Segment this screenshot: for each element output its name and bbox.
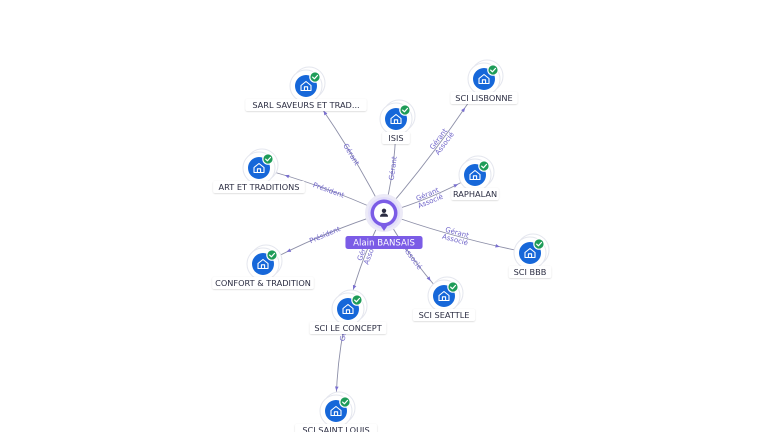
company-node-sarl-saveurs[interactable]: SARL SAVEURS ET TRAD...	[245, 66, 367, 111]
company-name-label: SARL SAVEURS ET TRAD...	[252, 100, 359, 110]
edge-role-labels: Président	[308, 225, 341, 245]
node-label-box	[212, 277, 314, 289]
edge-role-labels: Président	[312, 181, 346, 200]
edge-role-label: Gérant	[341, 142, 361, 167]
company-name-label: ISIS	[388, 133, 403, 143]
verified-check-icon	[266, 249, 278, 261]
person-name-label: Alain BANSAIS	[353, 239, 415, 249]
person-node[interactable]: Alain BANSAIS	[345, 194, 423, 249]
edge-arrow	[426, 276, 431, 282]
edge-arrow	[284, 174, 290, 179]
company-name-label: SCI BBB	[514, 267, 547, 277]
company-name-label: SCI SAINT LOUIS	[302, 425, 369, 432]
edge-role-labels: Gérant	[341, 142, 361, 167]
company-name-label: ART ET TRADITIONS	[219, 182, 300, 192]
node-label-box	[295, 424, 377, 432]
company-node-isis[interactable]: ISIS	[379, 99, 416, 144]
building-icon	[300, 80, 312, 92]
verified-check-icon	[478, 160, 490, 172]
building-icon	[330, 405, 342, 417]
node-label-box	[309, 322, 387, 334]
person-icon	[380, 208, 388, 217]
building-icon	[342, 303, 354, 315]
edge-role-label: Associé	[401, 245, 423, 271]
edge-arrow	[335, 386, 339, 391]
node-label-box	[451, 188, 499, 200]
verified-check-icon	[339, 396, 351, 408]
building-icon	[478, 73, 490, 85]
verified-check-icon	[487, 64, 499, 76]
edge-arrow	[461, 107, 466, 113]
verified-check-icon	[399, 104, 411, 116]
company-node-sci-seattle[interactable]: SCI SEATTLE	[412, 276, 476, 321]
company-name-label: SCI SEATTLE	[419, 310, 470, 320]
edge-arrow	[323, 110, 328, 116]
company-node-confort-tradition[interactable]: CONFORT & TRADITION	[212, 244, 314, 289]
company-node-sci-saint-louis[interactable]: SCI SAINT LOUIS	[295, 391, 377, 432]
edge-arrow	[286, 248, 292, 252]
company-name-label: CONFORT & TRADITION	[215, 278, 311, 288]
node-label-box	[508, 266, 552, 278]
person-name-box	[345, 236, 423, 249]
edge-role-label: Président	[312, 181, 346, 200]
node-label-box	[450, 92, 518, 104]
edge-arrow	[453, 184, 459, 188]
node-label-box	[213, 181, 305, 193]
building-icon	[253, 162, 265, 174]
edge-role-labels: Gérant	[388, 156, 399, 181]
building-icon	[257, 258, 269, 270]
verified-check-icon	[262, 153, 274, 165]
edge-role-label: Gérant	[388, 156, 399, 181]
company-node-sci-lisbonne[interactable]: SCI LISBONNE	[450, 59, 518, 104]
company-node-art-traditions[interactable]: ART ET TRADITIONS	[213, 148, 305, 193]
building-icon	[469, 169, 481, 181]
edge-arrow	[495, 243, 500, 248]
company-name-label: RAPHALAN	[453, 189, 497, 199]
building-icon	[390, 113, 402, 125]
node-label-box	[412, 309, 476, 321]
company-node-sci-bbb[interactable]: SCI BBB	[508, 233, 552, 278]
nodes-layer: SARL SAVEURS ET TRAD... ISIS SCI LISBONNE A…	[212, 59, 552, 432]
company-node-sci-le-concept[interactable]: SCI LE CONCEPT	[309, 289, 387, 334]
verified-check-icon	[447, 281, 459, 293]
edge-role-labels: Associé	[401, 245, 423, 271]
node-label-box	[382, 132, 410, 144]
verified-check-icon	[533, 238, 545, 250]
node-label-box	[245, 99, 367, 111]
building-icon	[524, 247, 536, 259]
edge-arrow	[352, 284, 357, 290]
company-node-raphalan[interactable]: RAPHALAN	[451, 155, 499, 200]
company-name-label: SCI LISBONNE	[455, 93, 512, 103]
edge-role-label: Président	[308, 225, 341, 245]
company-name-label: SCI LE CONCEPT	[314, 323, 382, 333]
building-icon	[438, 290, 450, 302]
verified-check-icon	[351, 294, 363, 306]
verified-check-icon	[309, 71, 321, 83]
person-pointer	[380, 225, 388, 231]
